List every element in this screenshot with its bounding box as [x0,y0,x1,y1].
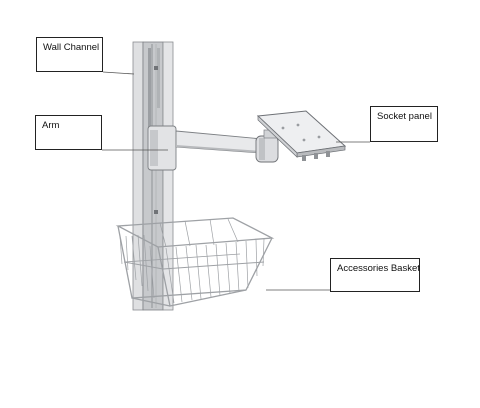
accessories-basket [115,217,275,307]
label-wall-channel: Wall Channel [36,37,103,72]
wall-channel [132,41,174,311]
label-accessories-basket: Accessories Basket [330,258,420,292]
arm [147,125,279,171]
label-text: Accessories Basket [337,263,420,274]
label-socket-panel: Socket panel [370,106,438,142]
leader-lines [102,71,370,291]
leader-line-wall-channel [102,71,135,75]
socket-panel [256,110,347,161]
label-text: Wall Channel [43,42,100,53]
label-text: Socket panel [377,111,432,122]
label-text: Arm [42,120,60,131]
label-arm: Arm [35,115,102,150]
